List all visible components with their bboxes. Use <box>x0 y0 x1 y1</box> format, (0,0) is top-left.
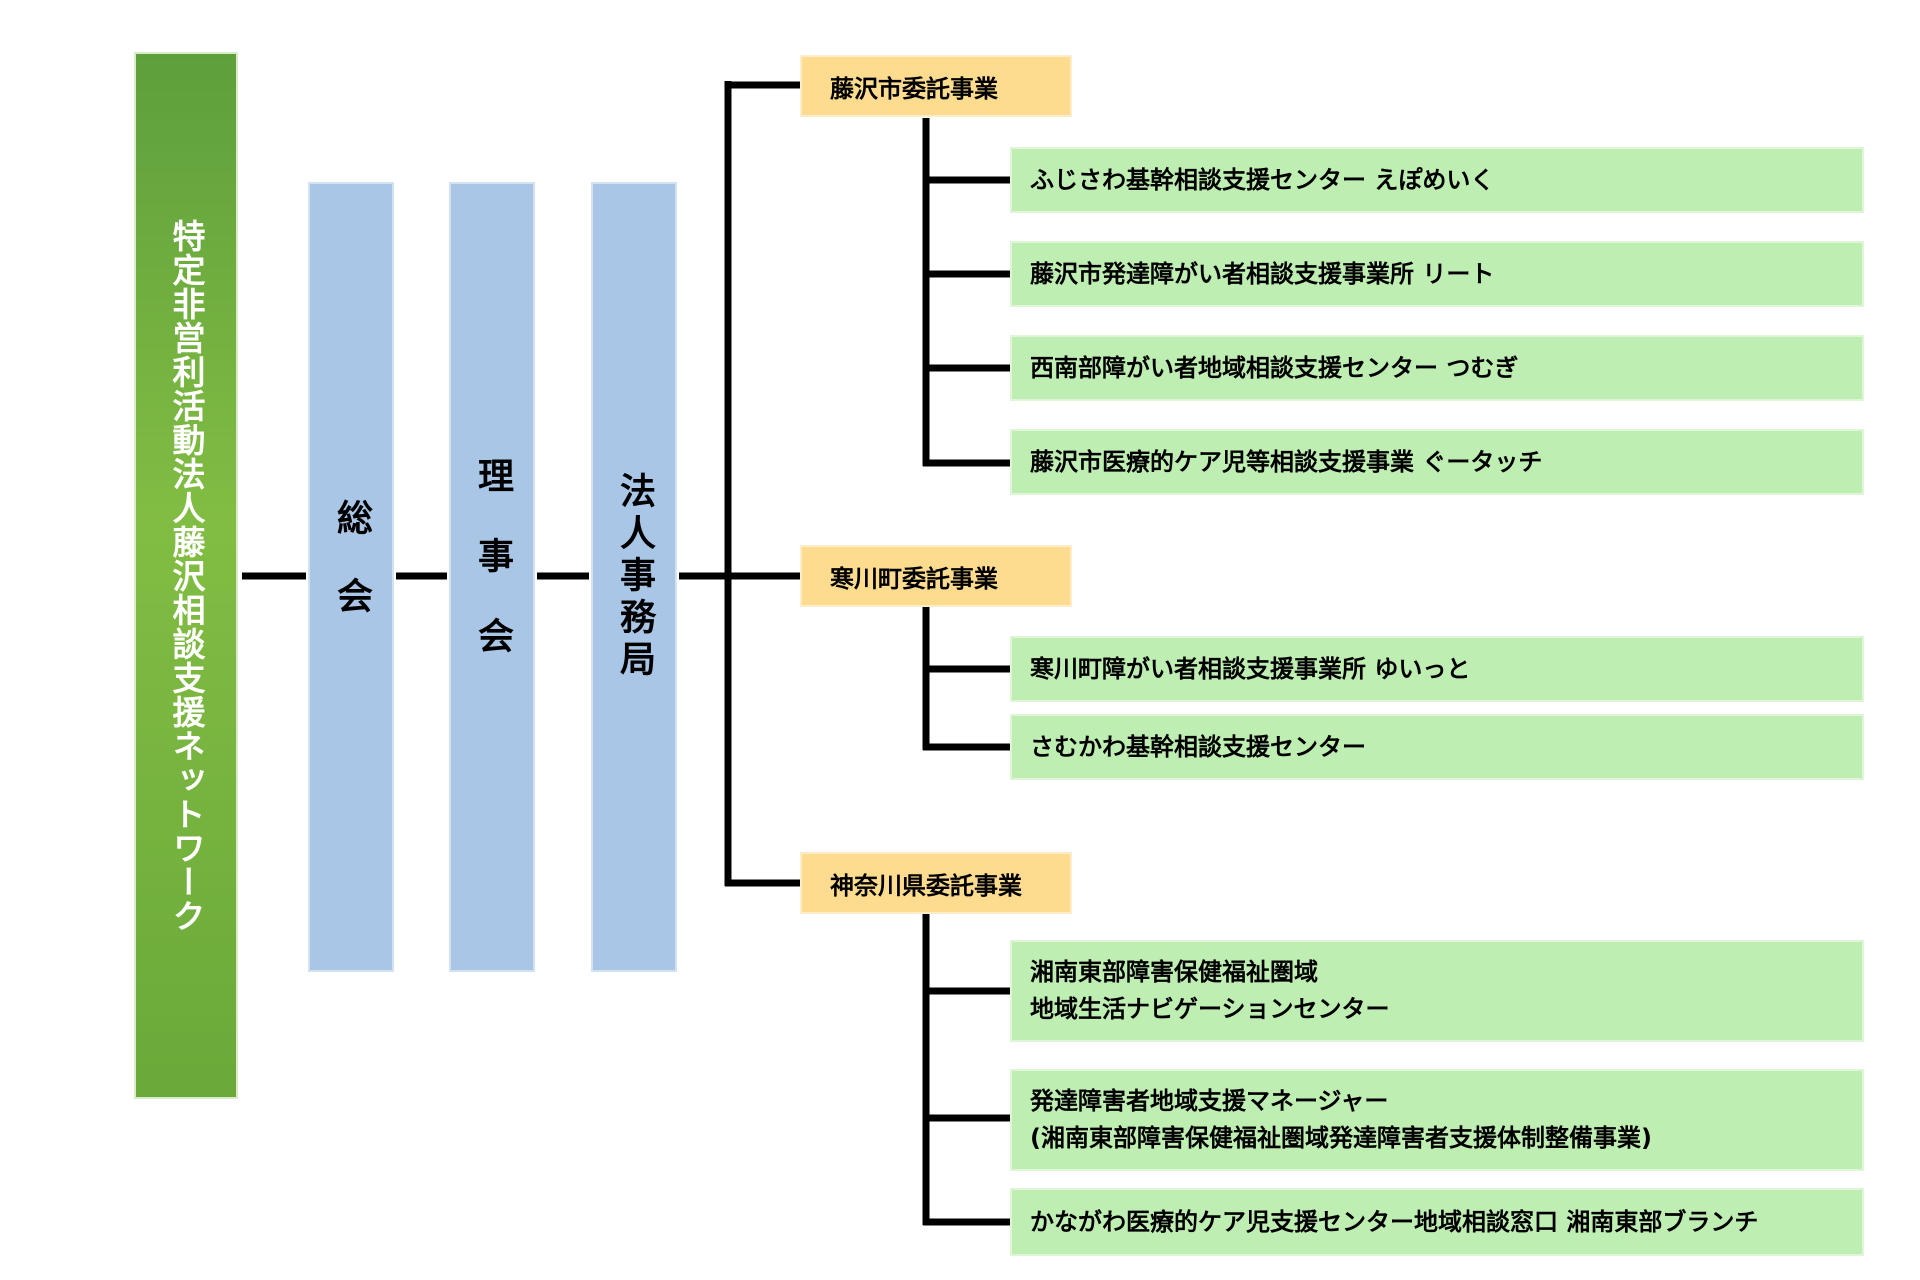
item-line-1: 寒川町障がい者相談支援事業所 ゆいっと <box>1030 654 1471 683</box>
list-item: さむかわ基幹相談支援センター <box>1010 714 1864 780</box>
item-line-2: (湘南東部障害保健福祉圏域発達障害者支援体制整備事業) <box>1030 1124 1652 1152</box>
group-header-kanagawa: 神奈川県委託事業 <box>800 852 1072 914</box>
item-line-1: かながわ医療的ケア児支援センター地域相談窓口 湘南東部ブランチ <box>1030 1207 1759 1236</box>
secretariat-label: 法人事務局 <box>614 472 655 682</box>
item-line-1: 発達障害者地域支援マネージャー <box>1030 1087 1389 1115</box>
general-assembly-label: 総会 <box>331 499 372 655</box>
group-header-label: 寒川町委託事業 <box>830 564 998 593</box>
organization-box: 特定非営利活動法人藤沢相談支援ネットワーク <box>134 52 238 1099</box>
list-item: 湘南東部障害保健福祉圏域 地域生活ナビゲーションセンター <box>1010 940 1864 1042</box>
secretariat-box: 法人事務局 <box>591 182 677 972</box>
item-line-1: 湘南東部障害保健福祉圏域 <box>1030 958 1318 986</box>
list-item: ふじさわ基幹相談支援センター えぽめいく <box>1010 147 1864 213</box>
item-line-1: 藤沢市発達障がい者相談支援事業所 リート <box>1030 259 1495 288</box>
list-item: かながわ医療的ケア児支援センター地域相談窓口 湘南東部ブランチ <box>1010 1188 1864 1256</box>
group-header-label: 藤沢市委託事業 <box>830 74 998 103</box>
item-line-2: 地域生活ナビゲーションセンター <box>1030 995 1390 1023</box>
list-item: 西南部障がい者地域相談支援センター つむぎ <box>1010 335 1864 401</box>
group-header-samukawa: 寒川町委託事業 <box>800 545 1072 607</box>
general-assembly-box: 総会 <box>308 182 394 972</box>
board-label: 理事会 <box>472 457 513 697</box>
list-item: 発達障害者地域支援マネージャー (湘南東部障害保健福祉圏域発達障害者支援体制整備… <box>1010 1069 1864 1171</box>
group-header-fujisawa: 藤沢市委託事業 <box>800 55 1072 117</box>
item-line-1: 藤沢市医療的ケア児等相談支援事業 ぐータッチ <box>1030 447 1543 476</box>
item-line-1: さむかわ基幹相談支援センター <box>1030 732 1366 761</box>
group-header-label: 神奈川県委託事業 <box>830 871 1022 900</box>
list-item: 寒川町障がい者相談支援事業所 ゆいっと <box>1010 636 1864 702</box>
item-line-1: ふじさわ基幹相談支援センター えぽめいく <box>1030 165 1495 194</box>
item-line-1: 西南部障がい者地域相談支援センター つむぎ <box>1030 353 1519 382</box>
list-item: 藤沢市発達障がい者相談支援事業所 リート <box>1010 241 1864 307</box>
board-box: 理事会 <box>449 182 535 972</box>
list-item: 藤沢市医療的ケア児等相談支援事業 ぐータッチ <box>1010 429 1864 495</box>
organization-name: 特定非営利活動法人藤沢相談支援ネットワーク <box>167 218 206 933</box>
